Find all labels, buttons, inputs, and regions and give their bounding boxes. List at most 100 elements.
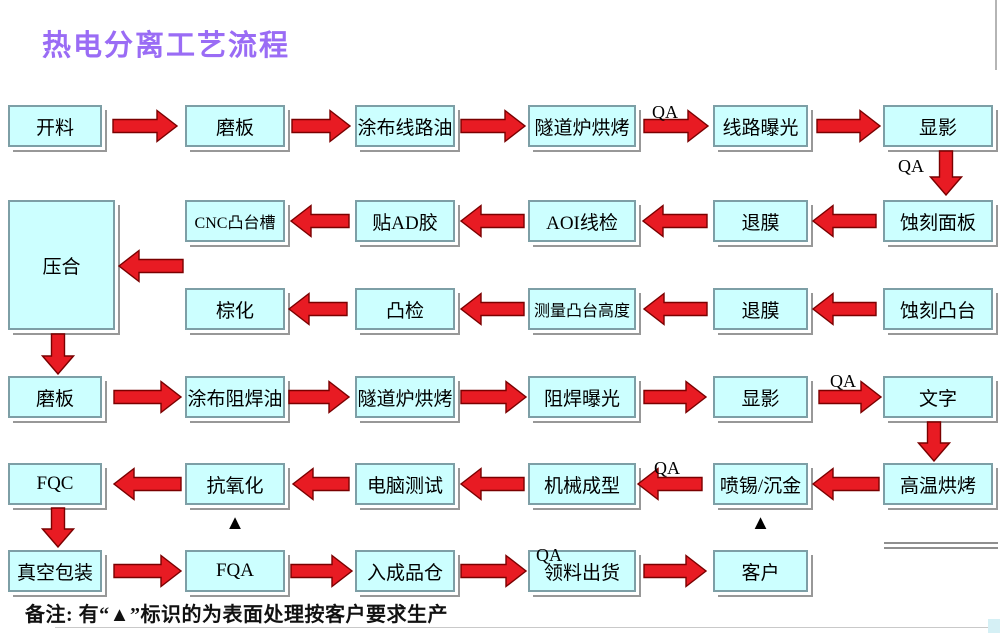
surface-finish-triangle-marker: ▲ — [750, 512, 771, 534]
flow-arrow-left — [460, 467, 525, 501]
flow-arrow-right — [113, 554, 182, 588]
process-box-electrical-test: 电脑测试 — [355, 463, 455, 505]
flow-arrow-right — [643, 554, 707, 588]
process-box-label: 显影 — [741, 388, 780, 410]
process-box-grind-1: 磨板 — [185, 105, 285, 147]
flow-arrow-left — [642, 204, 708, 238]
flow-arrow-down — [41, 333, 75, 375]
process-box-developing-1: 显影 — [883, 105, 993, 147]
process-box-label: 阻焊曝光 — [543, 388, 620, 410]
qa-checkpoint-label: QA — [652, 102, 678, 122]
process-box-label: 凸检 — [385, 300, 424, 322]
flow-arrow-down — [41, 507, 75, 548]
flow-arrow-left — [460, 204, 525, 238]
flow-arrow-right — [460, 380, 527, 414]
process-box-aoi-inspection: AOI线检 — [528, 200, 636, 242]
process-box-measure-boss-height: 测量凸台高度 — [528, 288, 636, 330]
process-box-label: 退膜 — [741, 300, 780, 322]
process-box-label: 文字 — [918, 388, 957, 410]
flow-arrow-right — [113, 380, 182, 414]
process-box-etch-panel: 蚀刻面板 — [883, 200, 993, 242]
flow-arrow-right — [112, 109, 178, 143]
flow-arrow-right — [288, 380, 350, 414]
bottom-rule-line — [55, 627, 990, 628]
divider-double-line-top — [884, 542, 998, 544]
flow-arrow-right — [643, 380, 707, 414]
process-box-label: 显影 — [918, 117, 957, 139]
process-box-anti-oxidation: 抗氧化 — [185, 463, 285, 505]
process-box-label: 领料出货 — [543, 562, 620, 584]
qa-checkpoint-label: QA — [654, 458, 680, 478]
process-box-grind-2: 磨板 — [8, 376, 102, 418]
process-box-label: 喷锡/沉金 — [719, 475, 802, 497]
process-box-label: 压合 — [42, 256, 81, 278]
flow-arrow-left — [288, 292, 348, 326]
process-box-label: FQA — [215, 560, 254, 581]
process-box-fqa: FQA — [185, 550, 285, 592]
process-box-label: 贴AD胶 — [372, 212, 438, 234]
process-box-label: 磨板 — [35, 388, 74, 410]
process-box-label: CNC凸台槽 — [194, 215, 276, 232]
process-box-tunnel-oven-bake-2: 隧道炉烘烤 — [355, 376, 455, 418]
process-box-label: 机械成型 — [543, 475, 620, 497]
process-box-developing-2: 显影 — [713, 376, 808, 418]
process-box-tunnel-oven-bake-1: 隧道炉烘烤 — [528, 105, 636, 147]
footnote: 备注: 有“▲”标识的为表面处理按客户要求生产 — [25, 604, 448, 626]
process-box-label: FQC — [36, 473, 74, 494]
page-title: 热电分离工艺流程 — [42, 30, 291, 62]
flow-arrow-left — [812, 204, 877, 238]
flow-arrow-left — [118, 249, 184, 283]
process-box-fqc: FQC — [8, 463, 102, 505]
process-box-solder-oil-coating: 涂布阻焊油 — [185, 376, 285, 418]
process-box-label: 退膜 — [741, 212, 780, 234]
process-box-browning: 棕化 — [185, 288, 285, 330]
process-box-label: 测量凸台高度 — [533, 303, 630, 320]
surface-finish-triangle-marker: ▲ — [225, 512, 245, 534]
process-box-solder-exposure: 阻焊曝光 — [528, 376, 636, 418]
process-box-label: AOI线检 — [546, 212, 618, 234]
process-box-label: 真空包装 — [16, 562, 93, 584]
flow-arrow-left — [460, 292, 525, 326]
process-box-etch-boss: 蚀刻凸台 — [883, 288, 993, 330]
process-box-cnc-boss-slot: CNC凸台槽 — [185, 200, 285, 242]
qa-checkpoint-label: QA — [830, 371, 856, 391]
process-box-vacuum-packing: 真空包装 — [8, 550, 102, 592]
process-box-label: 抗氧化 — [206, 475, 264, 497]
process-box-legend-text: 文字 — [883, 376, 993, 418]
qa-checkpoint-label: QA — [898, 156, 924, 176]
flow-arrow-left — [812, 467, 880, 501]
flow-arrow-left — [290, 204, 350, 238]
flow-arrow-right — [818, 380, 882, 414]
flow-arrow-left — [637, 467, 703, 501]
process-box-label: 磨板 — [215, 117, 254, 139]
process-box-strip-film-2: 退膜 — [713, 288, 808, 330]
flow-arrow-right — [460, 109, 526, 143]
flow-arrow-right — [816, 109, 881, 143]
process-box-mechanical-forming: 机械成型 — [528, 463, 636, 505]
process-box-label: 棕化 — [215, 300, 254, 322]
process-box-lamination: 压合 — [8, 200, 115, 330]
flow-arrow-left — [113, 467, 182, 501]
process-box-label: 线路曝光 — [722, 117, 799, 139]
process-box-strip-film-1: 退膜 — [713, 200, 808, 242]
process-box-ad-adhesive: 贴AD胶 — [355, 200, 455, 242]
process-box-label: 蚀刻凸台 — [899, 300, 976, 322]
bottom-right-chip — [988, 619, 1000, 633]
flow-arrow-right — [290, 554, 353, 588]
window-edge-line — [995, 0, 997, 70]
process-box-cutting: 开料 — [8, 105, 102, 147]
process-box-label: 隧道炉烘烤 — [357, 388, 453, 410]
process-box-customer: 客户 — [713, 550, 808, 592]
process-box-hasl-immersion-gold: 喷锡/沉金 — [713, 463, 808, 505]
flow-arrow-left — [292, 467, 350, 501]
process-box-label: 隧道炉烘烤 — [534, 117, 630, 139]
flow-arrow-right — [643, 109, 709, 143]
process-box-circuit-oil-coating: 涂布线路油 — [355, 105, 455, 147]
process-box-boss-inspection: 凸检 — [355, 288, 455, 330]
process-box-finished-goods-warehouse: 入成品仓 — [355, 550, 455, 592]
process-box-label: 涂布线路油 — [357, 117, 453, 139]
qa-checkpoint-label: QA — [536, 545, 562, 565]
flow-arrow-right — [291, 109, 351, 143]
process-box-label: 高温烘烤 — [899, 475, 976, 497]
